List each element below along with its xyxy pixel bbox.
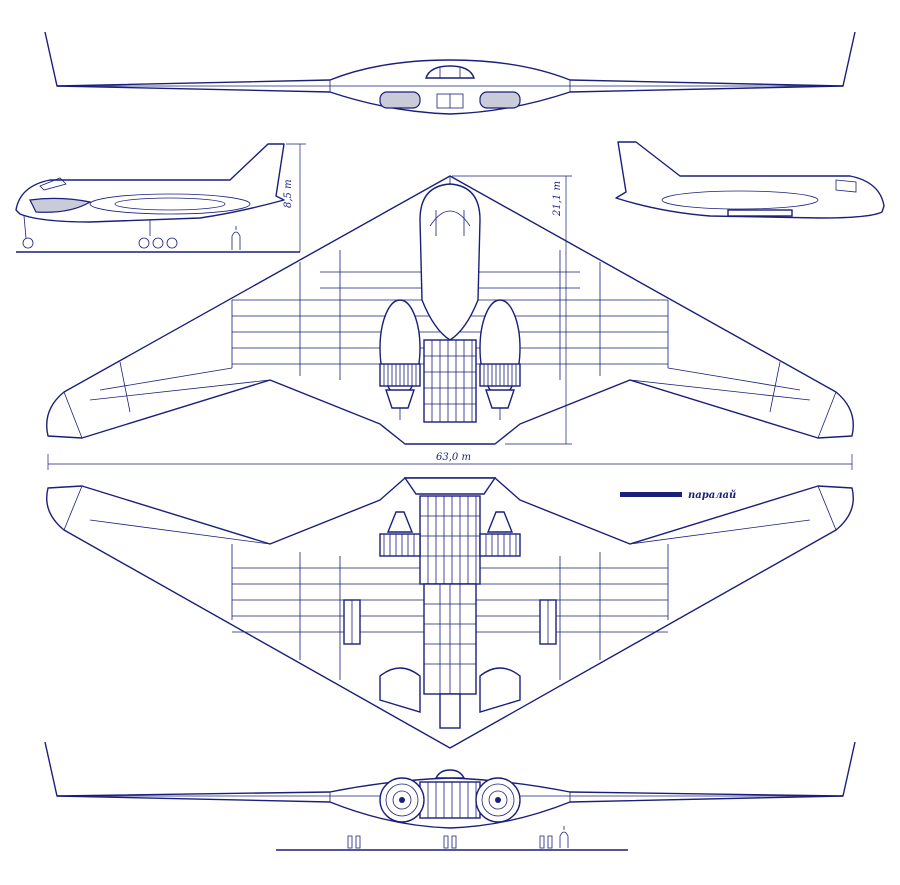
side-view-left: 8,5 m xyxy=(15,143,306,253)
front-view xyxy=(44,31,856,115)
side-bay-right xyxy=(727,209,793,217)
rear-view xyxy=(44,741,856,851)
scale-bar xyxy=(620,492,682,497)
side-intake-left xyxy=(29,197,92,213)
wingspan-dimension-label: 63,0 m xyxy=(436,452,471,463)
bottom-view-planform: паралай xyxy=(46,477,854,749)
forward-bay-bottom xyxy=(419,495,481,585)
nose-section-bottom xyxy=(403,477,497,495)
left-air-intake xyxy=(379,91,421,109)
fuselage-spine xyxy=(419,183,481,341)
top-view-planform: 21,1 m 63,0 m xyxy=(46,175,854,470)
height-dimension-label: 8,5 m xyxy=(283,179,294,208)
watermark-label: паралай xyxy=(688,490,736,501)
cockpit-canopy xyxy=(425,65,475,79)
left-exhaust-bottom xyxy=(379,667,421,713)
right-exhaust-bottom xyxy=(479,667,521,713)
right-air-intake xyxy=(479,91,521,109)
rear-center-bay xyxy=(419,781,481,819)
length-dimension-label: 21,1 m xyxy=(552,181,563,217)
weapons-bay-top xyxy=(423,339,477,423)
side-view-right xyxy=(615,141,885,219)
